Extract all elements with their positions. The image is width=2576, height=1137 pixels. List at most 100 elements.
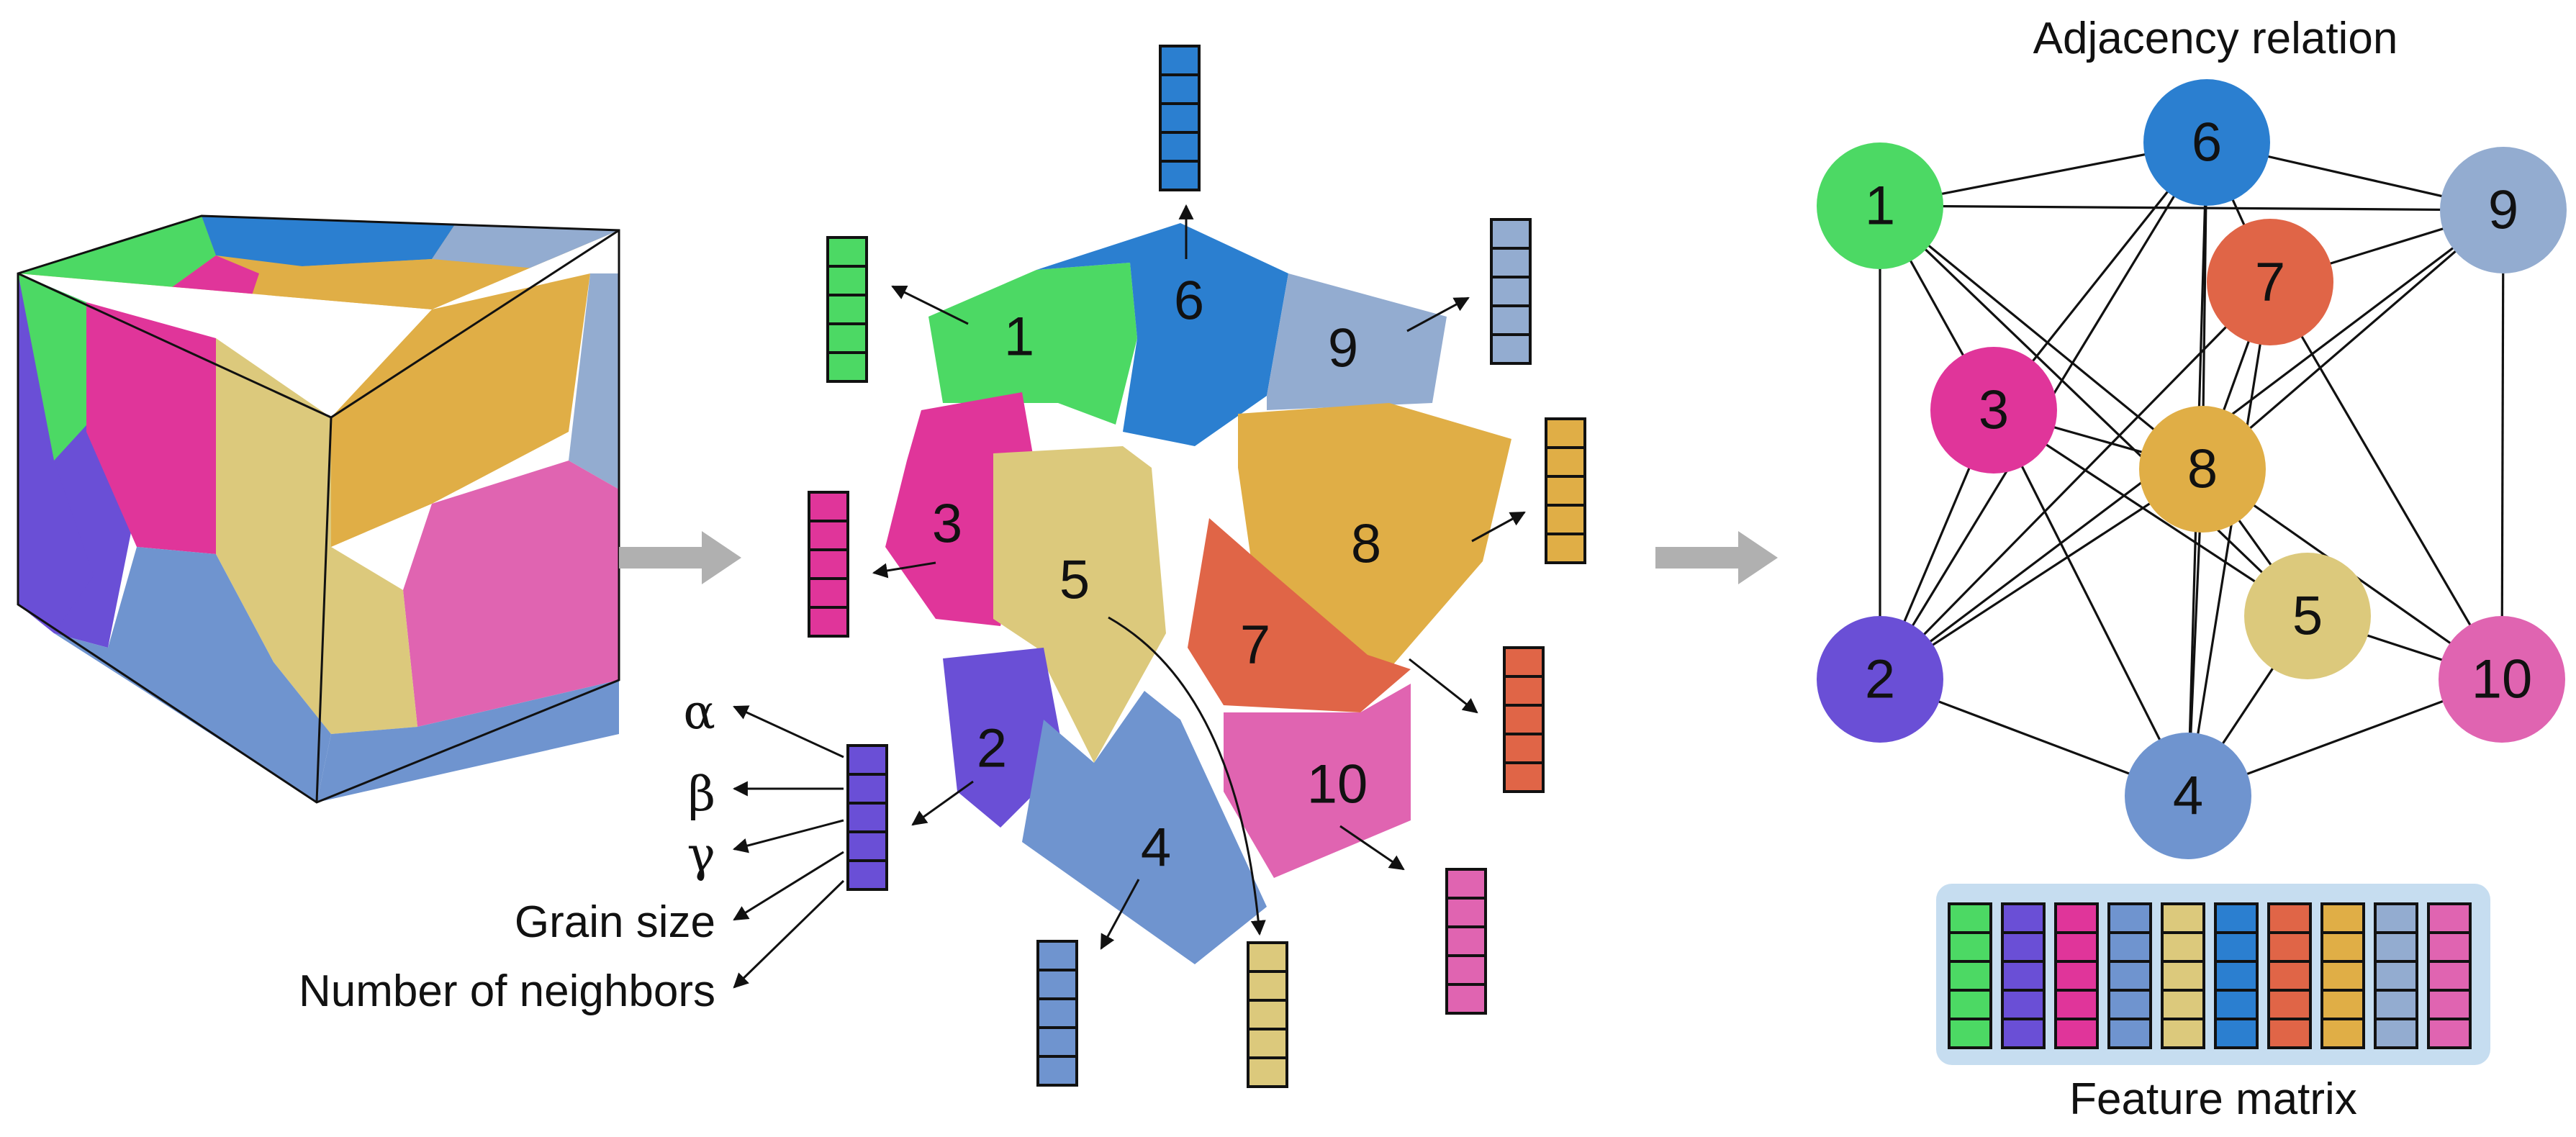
matrix-column-9 xyxy=(2374,902,2418,1049)
grain-5 xyxy=(993,446,1166,763)
vector-cell xyxy=(826,322,868,354)
matrix-cell xyxy=(2320,902,2365,934)
vector-cell xyxy=(808,548,849,580)
feature-label-neighbors: Number of neighbors xyxy=(299,966,715,1016)
grain-label-8: 8 xyxy=(1351,514,1381,575)
matrix-cell xyxy=(2161,1018,2205,1049)
vector-cell xyxy=(1545,504,1586,535)
feature-vector-6 xyxy=(1159,45,1201,191)
edge-7-4 xyxy=(2187,281,2272,797)
vector-cell xyxy=(1445,868,1487,900)
vector-cell xyxy=(1545,475,1586,507)
vector-cell xyxy=(1503,646,1545,678)
node-label: 10 xyxy=(2472,649,2533,710)
node-circle xyxy=(1930,347,2057,474)
vector-cell xyxy=(1445,983,1487,1015)
matrix-cell xyxy=(2267,1018,2312,1049)
matrix-cell xyxy=(2161,902,2205,934)
vector-cell xyxy=(1036,1026,1078,1058)
vector-cell xyxy=(1445,954,1487,986)
node-circle xyxy=(2439,616,2565,743)
cube-left-grain-4 xyxy=(54,547,331,802)
matrix-cell xyxy=(2320,1018,2365,1049)
grain-6 xyxy=(1036,223,1288,446)
feature-vector-3 xyxy=(808,491,849,638)
matrix-cell xyxy=(2374,960,2418,992)
graph-node-2: 2 xyxy=(1817,616,1943,743)
feature-vector-1 xyxy=(826,236,868,383)
matrix-cell xyxy=(2214,989,2259,1020)
matrix-column-6 xyxy=(2214,902,2259,1049)
edge-1-9 xyxy=(1879,204,2504,212)
vector-cell xyxy=(846,802,888,833)
matrix-cell xyxy=(2107,960,2152,992)
feature-label-beta: β xyxy=(688,766,715,822)
matrix-cell xyxy=(2427,902,2472,934)
matrix-cell xyxy=(2107,902,2152,934)
matrix-cell xyxy=(2001,989,2046,1020)
vector-cell xyxy=(826,351,868,383)
vector-cell xyxy=(826,265,868,296)
matrix-cell xyxy=(2107,989,2152,1020)
feature-matrix-label: Feature matrix xyxy=(2069,1074,2357,1124)
node-label: 5 xyxy=(2292,586,2323,647)
matrix-cell xyxy=(2054,931,2099,963)
node-label: 3 xyxy=(1979,380,2009,441)
matrix-cell xyxy=(2001,902,2046,934)
matrix-cell xyxy=(1948,960,1992,992)
vector-cell xyxy=(1545,417,1586,449)
feature-vector-10 xyxy=(1445,868,1487,1015)
feature-vector-8 xyxy=(1545,417,1586,564)
vector-cell xyxy=(1247,970,1288,1002)
node-circle xyxy=(1817,616,1943,743)
vector-cell xyxy=(1503,704,1545,735)
vector-cell xyxy=(1490,304,1532,336)
edge-9-8 xyxy=(2201,209,2505,471)
vector-cell xyxy=(1036,1055,1078,1087)
matrix-cell xyxy=(2267,931,2312,963)
graph-title: Adjacency relation xyxy=(2033,14,2398,63)
matrix-cell xyxy=(2267,989,2312,1020)
matrix-cell xyxy=(2107,1018,2152,1049)
node-circle xyxy=(2244,553,2371,679)
edge-1-5 xyxy=(1879,204,2309,617)
feature-vectors xyxy=(808,45,1586,1088)
vector-cell xyxy=(1490,247,1532,278)
vector-cell xyxy=(846,773,888,805)
graph-node-1: 1 xyxy=(1817,142,1943,269)
vector-cell xyxy=(1036,997,1078,1029)
matrix-cell xyxy=(1948,989,1992,1020)
matrix-cell xyxy=(2161,989,2205,1020)
node-circle xyxy=(2139,406,2266,533)
matrix-cell xyxy=(2001,1018,2046,1049)
matrix-cell xyxy=(2320,989,2365,1020)
cube-left-grain-3 xyxy=(86,302,216,554)
feature-vector-5 xyxy=(1247,941,1288,1088)
matrix-cell xyxy=(2374,989,2418,1020)
cube-right-grain-8 xyxy=(331,273,590,547)
vector-cell xyxy=(1490,218,1532,250)
vector-cell xyxy=(846,744,888,776)
vector-cell xyxy=(1159,131,1201,163)
vector-cell xyxy=(846,830,888,862)
grain-to-vector-arrows xyxy=(872,204,1526,950)
vector-cell xyxy=(826,294,868,325)
vector-cell xyxy=(1503,761,1545,793)
node-circle xyxy=(2207,219,2333,345)
vector-cell xyxy=(1036,969,1078,1000)
matrix-column-10 xyxy=(2427,902,2472,1049)
vector-cell xyxy=(1445,925,1487,957)
graph-node-10: 10 xyxy=(2439,616,2565,743)
edge-7-10 xyxy=(2269,281,2503,680)
graph-node-7: 7 xyxy=(2207,219,2333,345)
feature-vector-7 xyxy=(1503,646,1545,793)
vector-cell xyxy=(1247,1028,1288,1059)
vector-cell xyxy=(1247,941,1288,973)
matrix-cell xyxy=(2427,960,2472,992)
graph-node-8: 8 xyxy=(2139,406,2266,533)
cube-left-grain-1 xyxy=(18,273,94,461)
exploded-grains xyxy=(885,223,1511,964)
vector-cell xyxy=(846,859,888,891)
grain-4 xyxy=(1022,691,1267,964)
